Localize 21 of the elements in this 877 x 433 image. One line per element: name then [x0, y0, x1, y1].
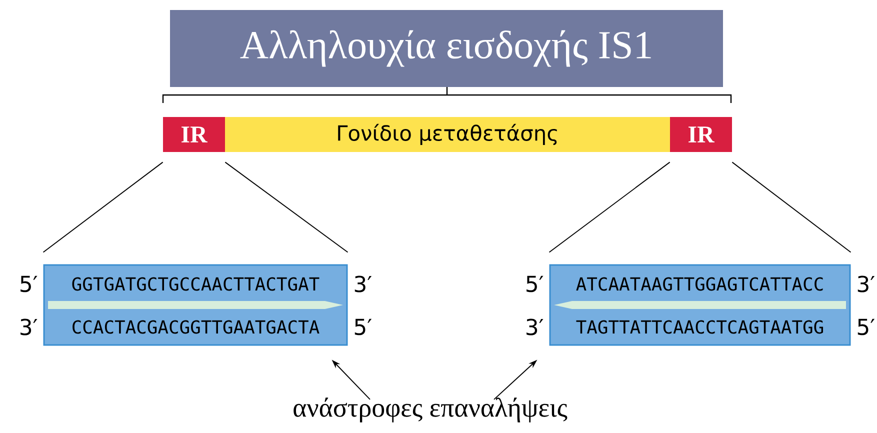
zoom-line — [732, 162, 852, 253]
strand-end-label: 3′ — [354, 276, 372, 292]
dna-sequence: GGTGATGCTGCCAACTTACTGAT — [72, 277, 320, 291]
title-box: Αλληλουχία εισδοχής IS1 — [170, 10, 723, 87]
dna-sequence: TAGTTATTCAACCTCAGTAATGG — [576, 320, 824, 334]
strand-end-label: 5′ — [858, 318, 875, 336]
strand-end-label: 5′ — [20, 276, 38, 292]
inverted-repeat-box: IR — [670, 116, 732, 152]
dna-sequence: ATCAATAAGTTGGAGTCATTACC — [576, 277, 823, 291]
gene-bar: Γονίδιο μεταθετάσης — [225, 116, 670, 152]
strand-end-label: 3′ — [526, 318, 544, 336]
strand-end-label: 5′ — [526, 276, 544, 292]
strand-end-label: 3′ — [858, 276, 875, 292]
zoom-line — [548, 162, 670, 253]
inverted-repeat-box: IR — [163, 116, 225, 152]
strand-end-label: 5′ — [354, 318, 372, 336]
zoom-line — [224, 162, 348, 253]
strand-end-label: 3′ — [20, 318, 38, 336]
dna-sequence: CCACTACGACGGTTGAATGACTA — [72, 320, 320, 334]
annotation-text: ανάστροφες επαναλήψεις — [294, 398, 568, 422]
zoom-line — [42, 162, 164, 253]
